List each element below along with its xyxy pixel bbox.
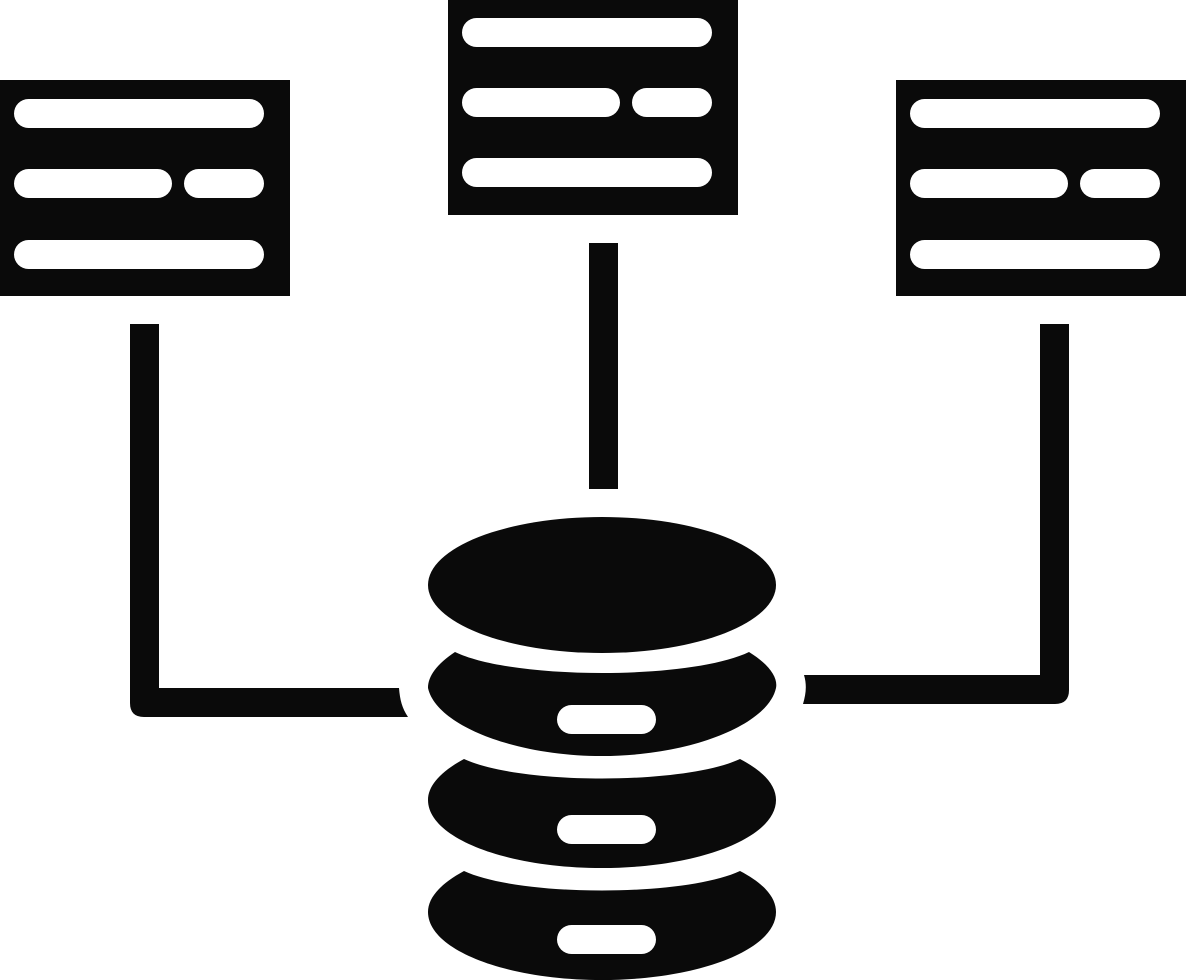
right-panel-line-1: [910, 99, 1160, 128]
database-layer-2-slot: [557, 815, 656, 844]
center-panel-line-3: [462, 158, 712, 187]
left-panel-line-2b: [184, 169, 264, 198]
database-layer-1-slot: [557, 705, 656, 734]
center-connector: [589, 243, 618, 489]
center-panel-line-2a: [462, 88, 620, 117]
database-top-disk: [428, 517, 776, 653]
database-layer-1: [428, 652, 777, 756]
right-connector: [803, 324, 1069, 704]
left-connector: [130, 324, 408, 717]
right-document-panel-icon: [896, 80, 1186, 296]
right-panel-line-2a: [910, 169, 1068, 198]
left-panel-line-3: [14, 240, 264, 269]
center-document-panel-icon: [448, 0, 738, 215]
database-icon: [428, 517, 777, 980]
left-panel-line-1: [14, 99, 264, 128]
left-document-panel-icon: [0, 80, 290, 296]
database-layer-2: [428, 759, 776, 868]
left-panel-line-2a: [14, 169, 172, 198]
database-layer-3-slot: [557, 925, 656, 954]
right-panel-line-3: [910, 240, 1160, 269]
right-panel-line-2b: [1080, 169, 1160, 198]
center-panel-line-1: [462, 18, 712, 47]
center-panel-line-2b: [632, 88, 712, 117]
